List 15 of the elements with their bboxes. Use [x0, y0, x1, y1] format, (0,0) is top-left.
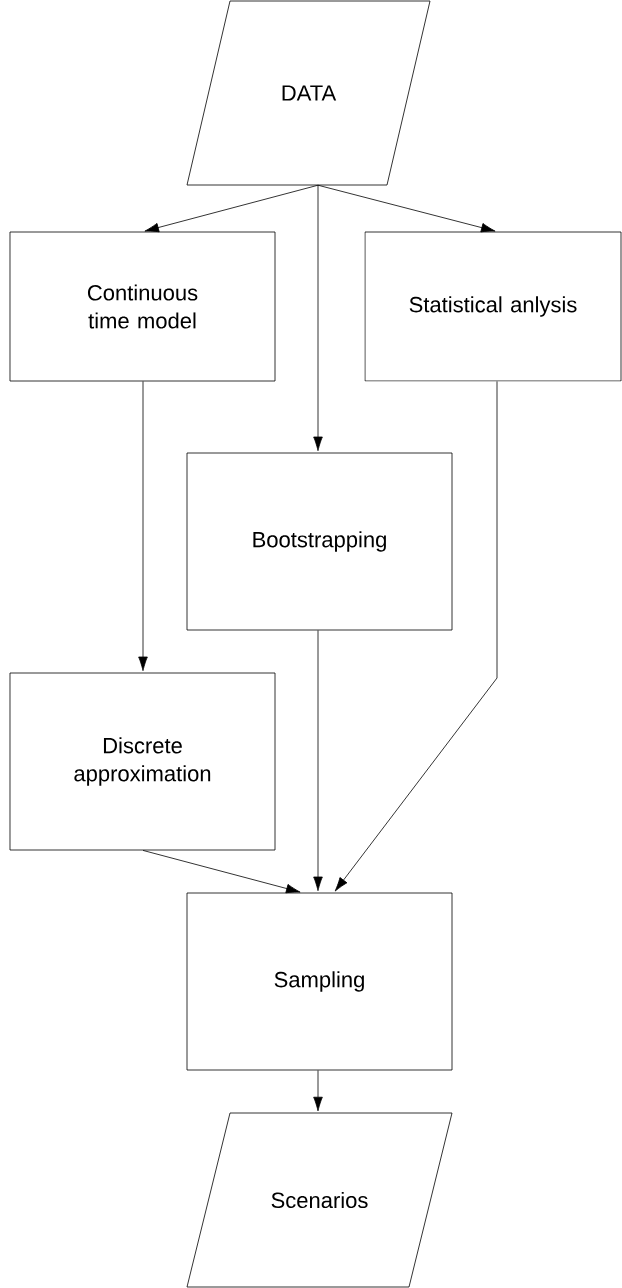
arrow: [334, 381, 498, 892]
arrow: [142, 850, 301, 894]
arrow: [144, 184, 319, 233]
data-parallelogram: DATA: [186, 0, 431, 186]
process-box: Statistical anlysis: [364, 231, 622, 382]
arrow: [313, 184, 323, 452]
arrow: [138, 381, 148, 672]
data-parallelogram: Scenarios: [186, 1112, 453, 1288]
process-box: Continuous time model: [9, 231, 276, 382]
arrow: [313, 630, 323, 892]
arrow: [317, 184, 496, 233]
process-box: Discrete approximation: [9, 672, 276, 851]
arrow: [313, 1070, 323, 1112]
process-box: Sampling: [186, 892, 453, 1071]
process-box: Bootstrapping: [186, 452, 453, 631]
